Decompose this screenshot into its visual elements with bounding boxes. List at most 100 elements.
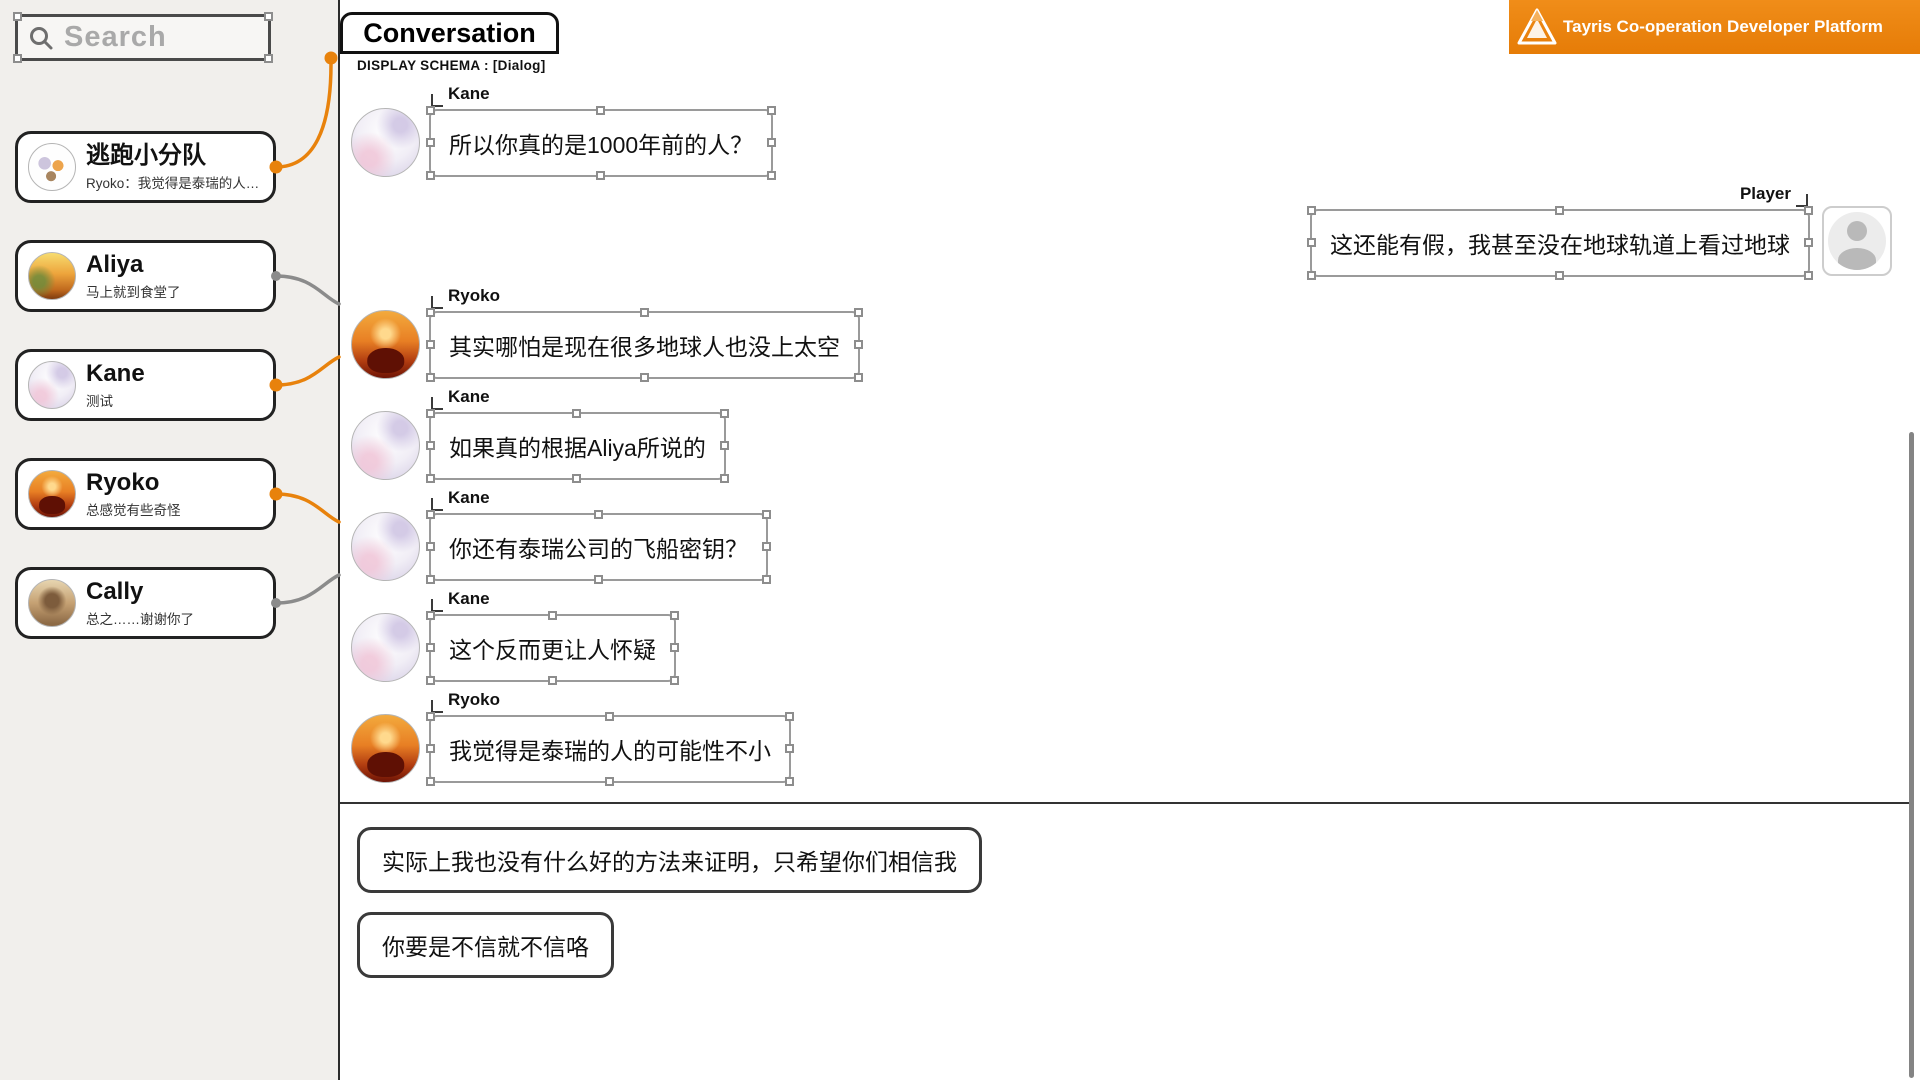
sidebar-item-title: Ryoko bbox=[86, 468, 160, 496]
selection-handle[interactable] bbox=[572, 409, 582, 418]
selection-handle[interactable] bbox=[1307, 238, 1316, 247]
selection-handle[interactable] bbox=[1804, 271, 1813, 280]
sidebar-item-kane[interactable]: Kane 测试 bbox=[15, 349, 276, 421]
selection-handle[interactable] bbox=[426, 611, 435, 620]
selection-handle[interactable] bbox=[426, 441, 435, 450]
selection-handle[interactable] bbox=[1804, 238, 1813, 247]
sidebar-item-title: Kane bbox=[86, 359, 145, 387]
selection-handle[interactable] bbox=[1555, 206, 1564, 215]
speaker-name: Ryoko bbox=[431, 286, 860, 309]
selection-handle[interactable] bbox=[593, 575, 603, 584]
selection-handle[interactable] bbox=[719, 409, 729, 418]
selection-handle[interactable] bbox=[785, 777, 794, 786]
vertical-scrollbar[interactable] bbox=[1909, 432, 1914, 1078]
sidebar-item-cally[interactable]: Cally 总之……谢谢你了 bbox=[15, 567, 276, 639]
selection-handle[interactable] bbox=[1804, 206, 1813, 215]
selection-handle[interactable] bbox=[596, 106, 606, 115]
selection-handle[interactable] bbox=[426, 542, 435, 551]
sidebar-item-subtitle: 总感觉有些奇怪 bbox=[86, 503, 181, 519]
selection-handle[interactable] bbox=[762, 575, 771, 584]
selection-handle[interactable] bbox=[426, 373, 435, 382]
sidebar-item-ryoko[interactable]: Ryoko 总感觉有些奇怪 bbox=[15, 458, 276, 530]
message-node: Kane 所以你真的是1000年前的人？ bbox=[351, 84, 777, 180]
selection-handle[interactable] bbox=[1307, 271, 1316, 280]
selection-handle[interactable] bbox=[426, 409, 435, 418]
search-input[interactable] bbox=[62, 20, 246, 55]
selection-handle[interactable] bbox=[426, 340, 435, 349]
selection-handle[interactable] bbox=[767, 171, 777, 180]
selection-handle[interactable] bbox=[547, 676, 557, 685]
selection-handle[interactable] bbox=[596, 171, 606, 180]
selection-handle[interactable] bbox=[593, 510, 603, 519]
selection-handle[interactable] bbox=[605, 712, 614, 721]
selection-handle[interactable] bbox=[1307, 206, 1316, 215]
selection-handle[interactable] bbox=[426, 138, 435, 147]
selection-handle[interactable] bbox=[605, 777, 614, 786]
selection-handle[interactable] bbox=[426, 676, 435, 685]
kane-avatar bbox=[351, 512, 420, 581]
selection-handle[interactable] bbox=[785, 744, 794, 753]
speaker-name: Kane bbox=[431, 488, 768, 511]
dialog-option-1[interactable]: 实际上我也没有什么好的方法来证明，只希望你们相信我 bbox=[357, 827, 982, 893]
selection-handle[interactable] bbox=[719, 441, 729, 450]
selection-handle[interactable] bbox=[670, 611, 679, 620]
selection-handle[interactable] bbox=[264, 54, 273, 63]
selection-handle[interactable] bbox=[426, 575, 435, 584]
selection-handle[interactable] bbox=[670, 676, 679, 685]
selection-handle[interactable] bbox=[426, 744, 435, 753]
selection-handle[interactable] bbox=[426, 308, 435, 317]
selection-handle[interactable] bbox=[762, 542, 771, 551]
selection-handle[interactable] bbox=[639, 308, 649, 317]
brand-banner: Tayris Co-operation Developer Platform bbox=[1509, 0, 1920, 54]
selection-handle[interactable] bbox=[426, 171, 435, 180]
sidebar-item-subtitle: Ryoko：我觉得是泰瑞的人… bbox=[86, 176, 260, 192]
selection-handle[interactable] bbox=[426, 474, 435, 483]
kane-avatar bbox=[351, 411, 420, 480]
dialog-bubble[interactable]: 你还有泰瑞公司的飞船密钥？ bbox=[426, 510, 771, 584]
message-node: Ryoko 我觉得是泰瑞的人的可能性不小 bbox=[351, 690, 794, 786]
selection-handle[interactable] bbox=[767, 138, 777, 147]
selection-handle[interactable] bbox=[13, 54, 22, 63]
message-node: Ryoko 其实哪怕是现在很多地球人也没上太空 bbox=[351, 286, 863, 382]
selection-handle[interactable] bbox=[762, 510, 771, 519]
name-connector bbox=[431, 397, 443, 410]
cally-avatar bbox=[28, 579, 76, 627]
selection-handle[interactable] bbox=[854, 373, 863, 382]
ryoko-avatar bbox=[351, 714, 420, 783]
selection-handle[interactable] bbox=[264, 12, 273, 21]
options-divider bbox=[340, 802, 1910, 804]
kane-avatar bbox=[28, 361, 76, 409]
selection-handle[interactable] bbox=[426, 643, 435, 652]
selection-handle[interactable] bbox=[13, 12, 22, 21]
sidebar-item-group[interactable]: 逃跑小分队 Ryoko：我觉得是泰瑞的人… bbox=[15, 131, 276, 203]
selection-handle[interactable] bbox=[426, 712, 435, 721]
selection-handle[interactable] bbox=[426, 777, 435, 786]
dialog-bubble[interactable]: 如果真的根据Aliya所说的 bbox=[426, 409, 729, 483]
selection-handle[interactable] bbox=[1555, 271, 1564, 280]
selection-handle[interactable] bbox=[785, 712, 794, 721]
search-box[interactable] bbox=[13, 12, 273, 63]
selection-handle[interactable] bbox=[572, 474, 582, 483]
conversation-canvas[interactable]: Conversation DISPLAY SCHEMA : [Dialog] K… bbox=[338, 0, 1920, 1080]
dialog-bubble[interactable]: 这还能有假，我甚至没在地球轨道上看过地球 bbox=[1307, 206, 1813, 280]
sidebar-item-title: Aliya bbox=[86, 250, 144, 278]
player-avatar bbox=[1822, 206, 1892, 276]
selection-handle[interactable] bbox=[547, 611, 557, 620]
selection-handle[interactable] bbox=[854, 340, 863, 349]
selection-handle[interactable] bbox=[426, 106, 435, 115]
dialog-option-2[interactable]: 你要是不信就不信咯 bbox=[357, 912, 614, 978]
selection-handle[interactable] bbox=[719, 474, 729, 483]
selection-handle[interactable] bbox=[670, 643, 679, 652]
dialog-bubble[interactable]: 所以你真的是1000年前的人？ bbox=[426, 106, 777, 180]
dialog-bubble[interactable]: 其实哪怕是现在很多地球人也没上太空 bbox=[426, 308, 863, 382]
selection-handle[interactable] bbox=[767, 106, 777, 115]
sidebar-item-aliya[interactable]: Aliya 马上就到食堂了 bbox=[15, 240, 276, 312]
tab-label: Conversation bbox=[363, 17, 536, 48]
selection-handle[interactable] bbox=[639, 373, 649, 382]
tab-conversation[interactable]: Conversation bbox=[340, 12, 559, 54]
selection-handle[interactable] bbox=[854, 308, 863, 317]
sidebar-item-subtitle: 马上就到食堂了 bbox=[86, 285, 181, 301]
dialog-bubble[interactable]: 这个反而更让人怀疑 bbox=[426, 611, 679, 685]
selection-handle[interactable] bbox=[426, 510, 435, 519]
dialog-bubble[interactable]: 我觉得是泰瑞的人的可能性不小 bbox=[426, 712, 794, 786]
